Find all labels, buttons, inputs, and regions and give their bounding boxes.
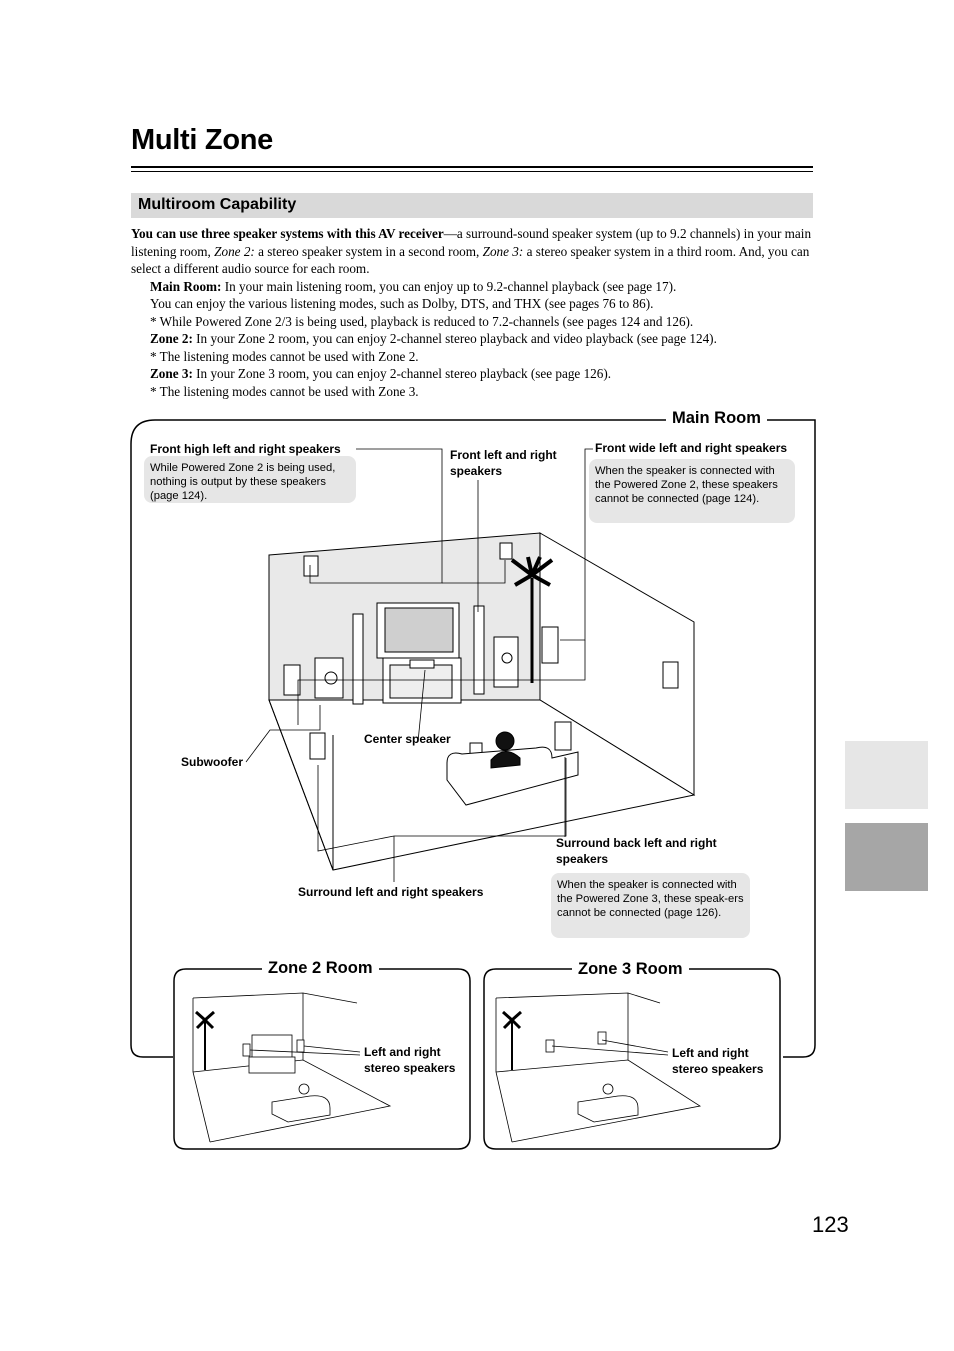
- section-header: Multiroom Capability: [131, 193, 813, 218]
- zone2-item: Zone 2: In your Zone 2 room, you can enj…: [131, 330, 815, 348]
- main-room-title: Main Room: [666, 409, 767, 428]
- front-high-label: Front high left and right speakers: [150, 442, 341, 456]
- subwoofer-label: Subwoofer: [181, 755, 243, 769]
- zone3-note-text: The listening modes cannot be used with …: [159, 383, 419, 399]
- note-mark: *: [150, 348, 157, 364]
- title-rule-thin: [131, 171, 813, 172]
- main-room-note-text: While Powered Zone 2/3 is being used, pl…: [159, 313, 694, 329]
- main-room-drawing: [268, 532, 696, 871]
- note-mark: *: [150, 313, 157, 329]
- intro-text-3: a stereo speaker system in a third room.…: [131, 243, 810, 277]
- note-mark: *: [150, 383, 157, 399]
- zone3-text: In your Zone 3 room, you can enjoy 2-cha…: [192, 366, 612, 381]
- leader-lines: [245, 448, 593, 882]
- front-high-note: While Powered Zone 2 is being used, noth…: [144, 456, 356, 503]
- zone3-note: * The listening modes cannot be used wit…: [131, 383, 815, 401]
- zone2-room-title: Zone 2 Room: [262, 959, 379, 978]
- front-lr-label: Front left and right speakers: [450, 448, 557, 478]
- intro-zone2: Zone 2:: [214, 243, 255, 259]
- body-text: You can use three speaker systems with t…: [131, 225, 815, 400]
- zone2-note-text: The listening modes cannot be used with …: [159, 348, 419, 364]
- front-wide-note: When the speaker is connected with the P…: [589, 459, 795, 523]
- intro-text-1: —a surround-sound speaker system (up to …: [131, 226, 812, 259]
- zone3-drawing: [495, 992, 702, 1143]
- zone2-note: * The listening modes cannot be used wit…: [131, 348, 815, 366]
- main-room-text: In your main listening room, you can enj…: [221, 278, 677, 294]
- intro-paragraph: You can use three speaker systems with t…: [131, 225, 815, 278]
- title-rule: [131, 166, 813, 168]
- surround-back-label: Surround back left and right speakers: [556, 836, 717, 866]
- zone2-speakers-label: Left and right stereo speakers: [364, 1045, 456, 1075]
- main-room-label: Main Room:: [150, 278, 222, 294]
- section-title: Multiroom Capability: [138, 196, 297, 213]
- zone3-label: Zone 3:: [150, 366, 193, 381]
- side-tab-dark: [845, 823, 928, 891]
- main-room-text-2: You can enjoy the various listening mode…: [150, 296, 654, 311]
- zone3-room-title: Zone 3 Room: [572, 960, 689, 979]
- intro-text-2: a stereo speaker system in a second room…: [254, 243, 483, 259]
- intro-lead: You can use three speaker systems with t…: [131, 226, 444, 241]
- zone2-label: Zone 2:: [150, 331, 193, 346]
- zone2-drawing: [192, 992, 392, 1143]
- zone3-speakers-label: Left and right stereo speakers: [672, 1046, 764, 1076]
- side-tab-light: [845, 741, 928, 809]
- front-wide-label: Front wide left and right speakers: [595, 441, 788, 455]
- zone3-item: Zone 3: In your Zone 3 room, you can enj…: [131, 365, 815, 383]
- main-room-item: Main Room: In your main listening room, …: [131, 278, 815, 296]
- surround-label: Surround left and right speakers: [298, 885, 484, 899]
- intro-zone3: Zone 3:: [482, 243, 524, 259]
- surround-back-note: When the speaker is connected with the P…: [551, 873, 750, 938]
- center-speaker-label: Center speaker: [364, 732, 451, 746]
- page-number: 123: [812, 1212, 849, 1237]
- room-frames: [130, 419, 816, 1150]
- page-title: Multi Zone: [131, 124, 273, 156]
- zone2-text: In your Zone 2 room, you can enjoy 2-cha…: [192, 331, 717, 346]
- main-room-note: * While Powered Zone 2/3 is being used, …: [131, 313, 815, 331]
